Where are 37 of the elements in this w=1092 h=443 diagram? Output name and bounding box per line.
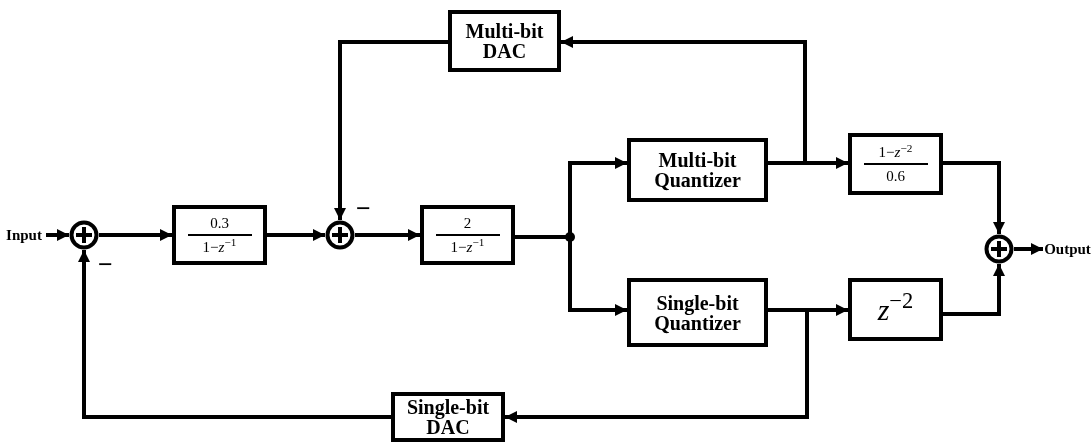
minus-sign: −	[356, 196, 371, 222]
signal-label: Output	[1044, 241, 1091, 257]
signal-arrow	[334, 40, 448, 220]
block-box	[391, 392, 505, 442]
minus-sign: −	[98, 252, 113, 278]
signal-arrow	[943, 264, 1005, 316]
signal-label: Input	[6, 227, 42, 243]
transfer-function-box	[848, 133, 943, 195]
transfer-function-box	[172, 205, 267, 265]
signal-arrow	[355, 229, 420, 241]
denominator: 1−z$^{−1}$	[202, 237, 237, 256]
numerator: 0.3	[210, 214, 229, 233]
signal-arrow	[46, 229, 69, 241]
block-label: Multi-bit DAC	[464, 21, 545, 61]
summing-junction	[69, 220, 99, 250]
signal-arrow	[943, 161, 1005, 234]
signal-arrow	[99, 229, 172, 241]
numerator: 2	[463, 214, 472, 233]
block-label: Multi-bit Quantizer	[653, 150, 742, 190]
transfer-function-box	[420, 205, 515, 265]
signal-arrow	[267, 229, 325, 241]
block-box	[448, 10, 561, 72]
signal-arrow	[505, 308, 809, 423]
block-box	[627, 278, 768, 347]
signal-arrow	[561, 36, 807, 165]
denominator: 0.6	[886, 166, 905, 185]
transfer-function-box	[848, 278, 943, 341]
numerator: 1−z$^{−2}$	[878, 143, 913, 162]
signal-arrow	[1014, 243, 1043, 255]
denominator: 1−z$^{−1}$	[450, 237, 485, 256]
transfer-function: z$^{−2}$	[877, 294, 914, 325]
block-label: Single-bit Quantizer	[653, 292, 742, 333]
summing-junction	[325, 220, 355, 250]
summing-junction	[984, 234, 1014, 264]
block-box	[627, 138, 768, 202]
block-label: Single-bit DAC	[405, 397, 491, 437]
signal-arrow	[78, 250, 391, 419]
